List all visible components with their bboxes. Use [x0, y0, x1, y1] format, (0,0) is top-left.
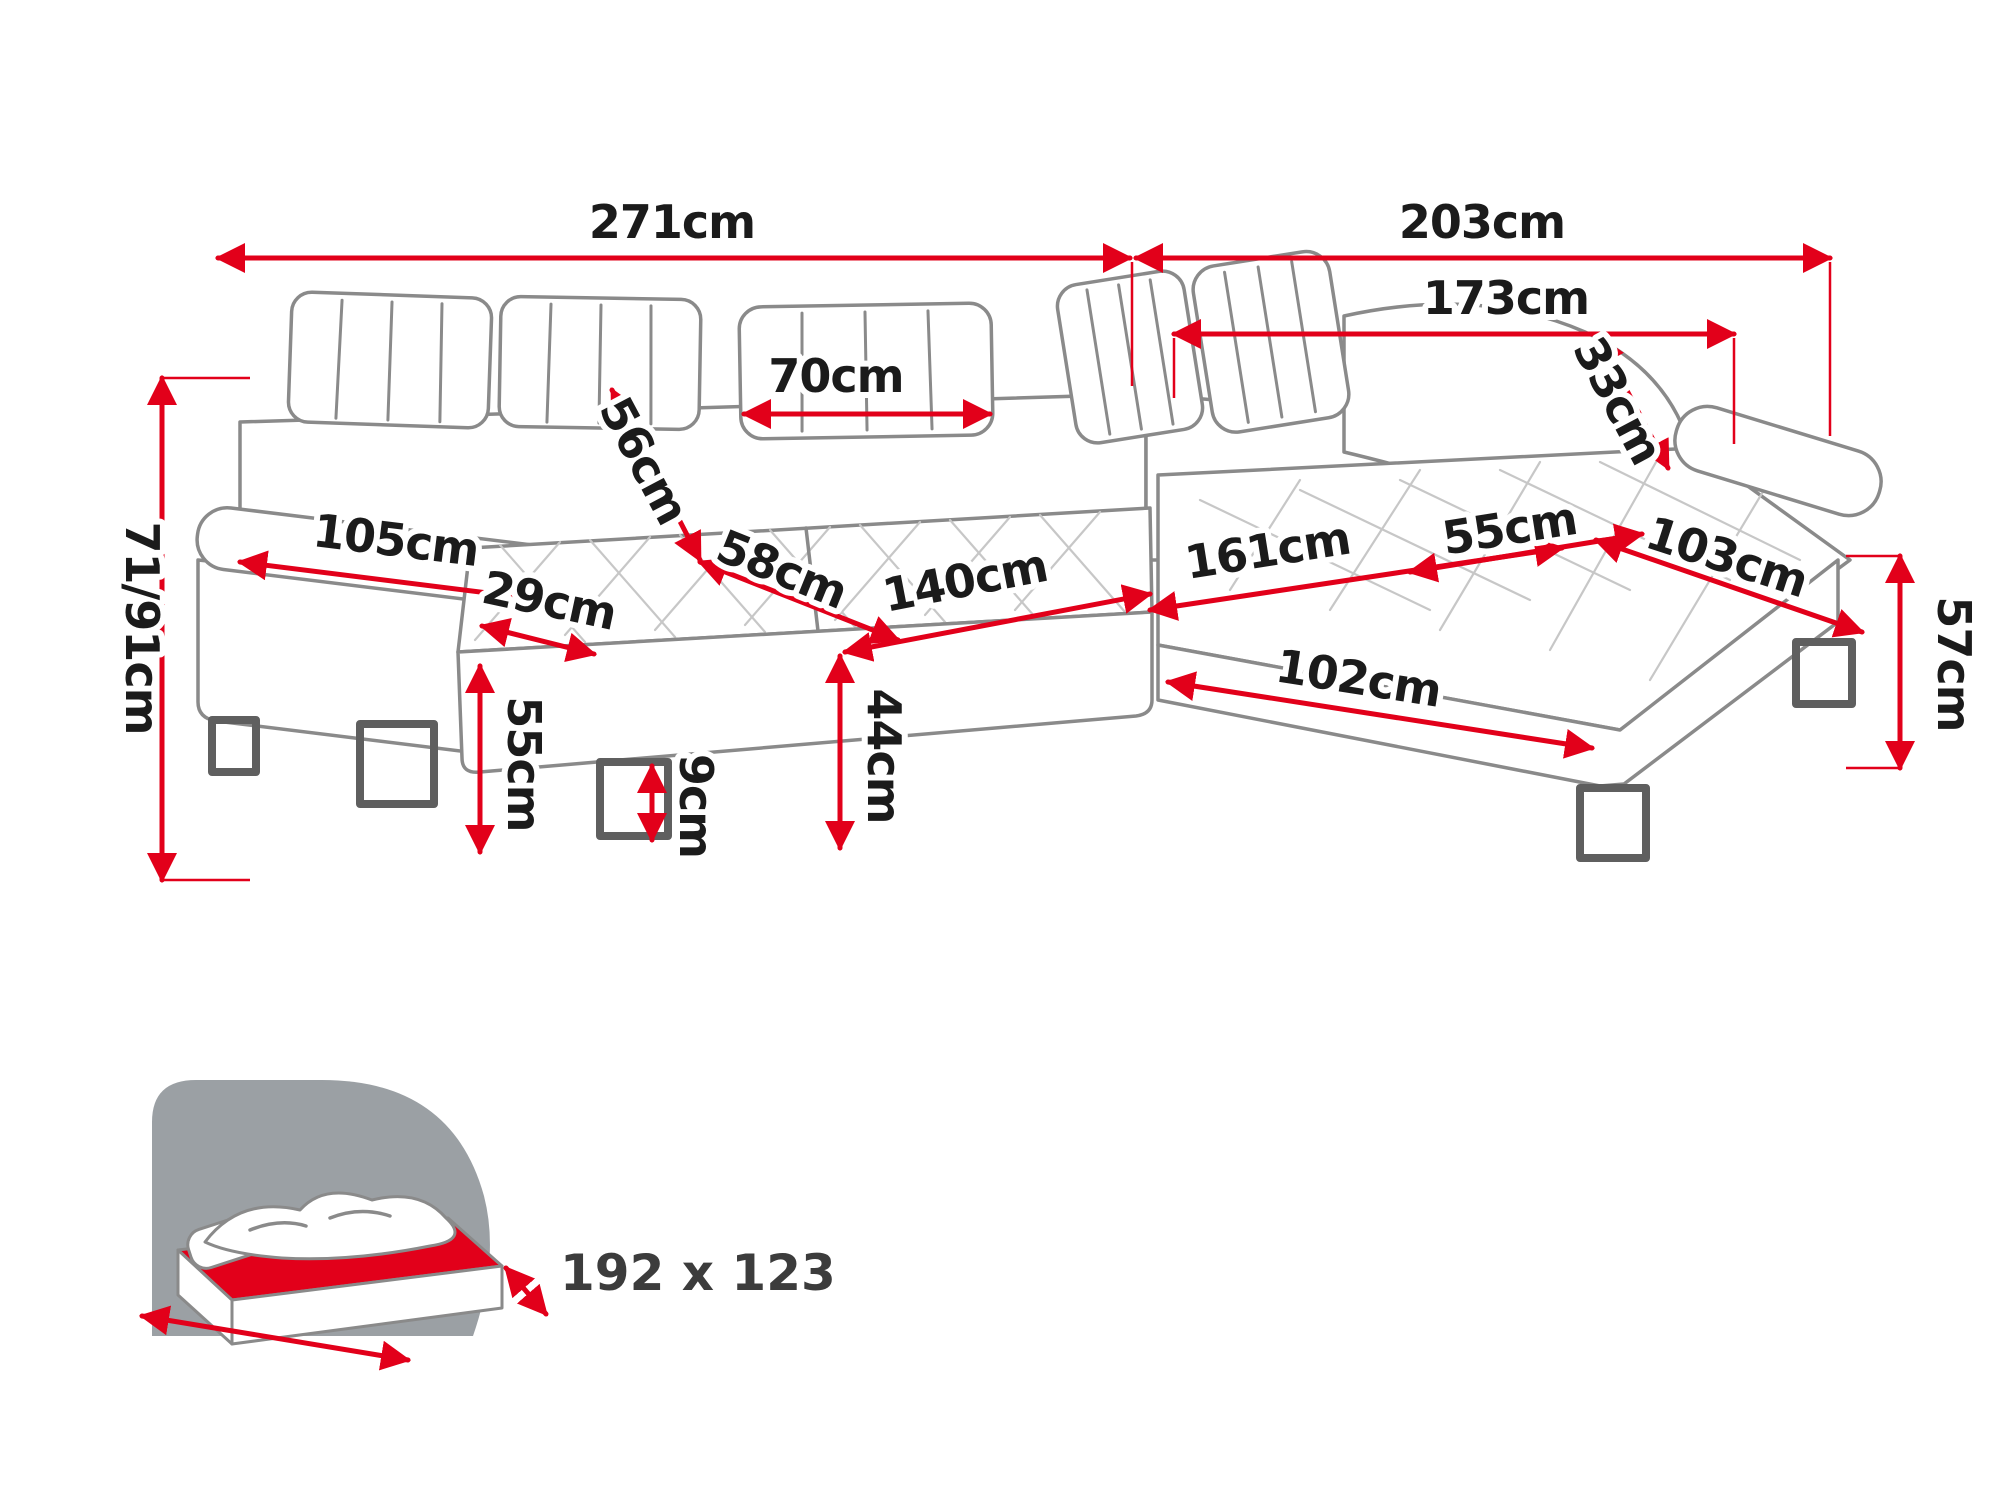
dimension-headrest-width: 70cm: [741, 343, 993, 429]
headrest-cushion-5: [1191, 249, 1351, 434]
leg-chaise-front: [1576, 784, 1650, 862]
stars: [459, 1193, 2000, 1500]
dimension-label-173: 173cm: [1423, 271, 1589, 325]
leg-front-left: [356, 720, 438, 808]
dimension-label-71-91: 71/91cm: [115, 521, 169, 734]
dimension-seat-height: 44cm: [825, 653, 917, 851]
bed-size-arrows: [139, 1265, 549, 1371]
dimension-label-55-left: 55cm: [497, 696, 551, 831]
sofa-legs: [208, 638, 1856, 862]
sleeping-function-icon: 192 x 123: [139, 1080, 2000, 1500]
leg-chaise-right: [1792, 638, 1856, 708]
dimension-label-57: 57cm: [1927, 596, 1981, 731]
dimension-label-70: 70cm: [768, 349, 903, 403]
leg-armrest-left: [208, 716, 260, 776]
dimension-right-height: 57cm: [1885, 553, 1987, 771]
fold-out-bed: [139, 1191, 549, 1371]
dimension-label-203: 203cm: [1399, 195, 1565, 249]
leg-mid-left: [596, 758, 672, 840]
bed-duvet: [203, 1191, 457, 1261]
headrest-cushion-1: [286, 290, 494, 430]
bed-size-label: 192 x 123: [560, 1244, 836, 1302]
dimension-label-9: 9cm: [669, 754, 723, 858]
headrest-cushion-4: [1055, 269, 1205, 445]
dimension-total-height: 71/91cm: [109, 375, 177, 883]
right-armrest-pad: [1673, 404, 1883, 518]
dimension-base-height: 55cm: [465, 663, 557, 855]
dimension-label-44: 44cm: [857, 688, 911, 823]
dimension-total-length: 271cm: [215, 189, 1133, 273]
bed-duvet-fold: [248, 1209, 392, 1232]
dimension-label-271: 271cm: [589, 195, 755, 249]
dimension-leg-height: 9cm: [637, 748, 729, 864]
dimension-total-depth: 203cm: [1133, 189, 1833, 273]
